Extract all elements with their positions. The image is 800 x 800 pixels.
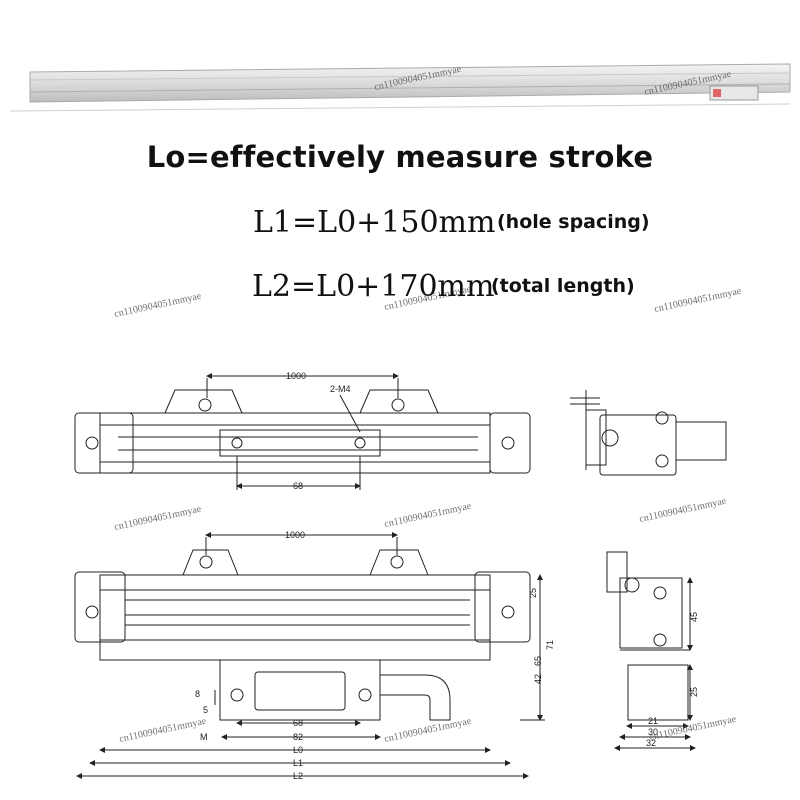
formula-hole-spacing: L1=L0+150mm bbox=[253, 205, 496, 240]
front-view bbox=[74, 532, 545, 779]
front-dim-M: M bbox=[200, 732, 208, 742]
side-dim-32: 32 bbox=[646, 738, 656, 748]
top-dim-width: 68 bbox=[293, 481, 303, 491]
front-dim-68: 68 bbox=[293, 718, 303, 728]
page-title: Lo=effectively measure stroke bbox=[146, 140, 654, 174]
front-dim-82: 82 bbox=[293, 732, 303, 742]
front-dim-L2: L2 bbox=[293, 771, 303, 781]
front-dim-L1: L1 bbox=[293, 758, 303, 768]
front-dim-spacing: 1000 bbox=[285, 530, 305, 540]
bottom-side-view bbox=[606, 551, 696, 751]
watermark: cn1100904051mmyae bbox=[383, 716, 472, 745]
top-side-view bbox=[570, 390, 727, 476]
watermark: cn1100904051mmyae bbox=[383, 501, 472, 530]
side-dim-30: 30 bbox=[648, 727, 658, 737]
watermark: cn1100904051mmyae bbox=[653, 286, 742, 315]
formula-hole-spacing-note: (hole spacing) bbox=[497, 211, 650, 233]
formula-total-length-note: (total length) bbox=[491, 275, 635, 297]
watermark: cn1100904051mmyae bbox=[638, 496, 727, 525]
watermark: cn1100904051mmyae bbox=[648, 714, 737, 743]
watermark: cn1100904051mmyae bbox=[113, 291, 202, 320]
front-dim-5: 5 bbox=[203, 705, 208, 715]
front-dim-42: 42 bbox=[533, 674, 543, 684]
side-dim-25: 25 bbox=[689, 687, 699, 697]
front-dim-65: 65 bbox=[533, 656, 543, 666]
front-dim-L0: L0 bbox=[293, 745, 303, 755]
watermark: cn1100904051mmyae bbox=[113, 504, 202, 533]
top-dim-spacing: 1000 bbox=[286, 371, 306, 381]
side-dim-45: 45 bbox=[689, 612, 699, 622]
formula-total-length: L2=L0+170mm bbox=[252, 269, 495, 304]
top-view bbox=[74, 373, 531, 490]
front-dim-8: 8 bbox=[195, 689, 200, 699]
top-dim-thread: 2-M4 bbox=[330, 384, 351, 394]
product-photo bbox=[9, 63, 791, 112]
front-dim-71: 71 bbox=[545, 640, 555, 650]
side-dim-21: 21 bbox=[648, 716, 658, 726]
front-dim-25: 25 bbox=[528, 588, 538, 598]
watermark: cn1100904051mmyae bbox=[118, 716, 207, 745]
